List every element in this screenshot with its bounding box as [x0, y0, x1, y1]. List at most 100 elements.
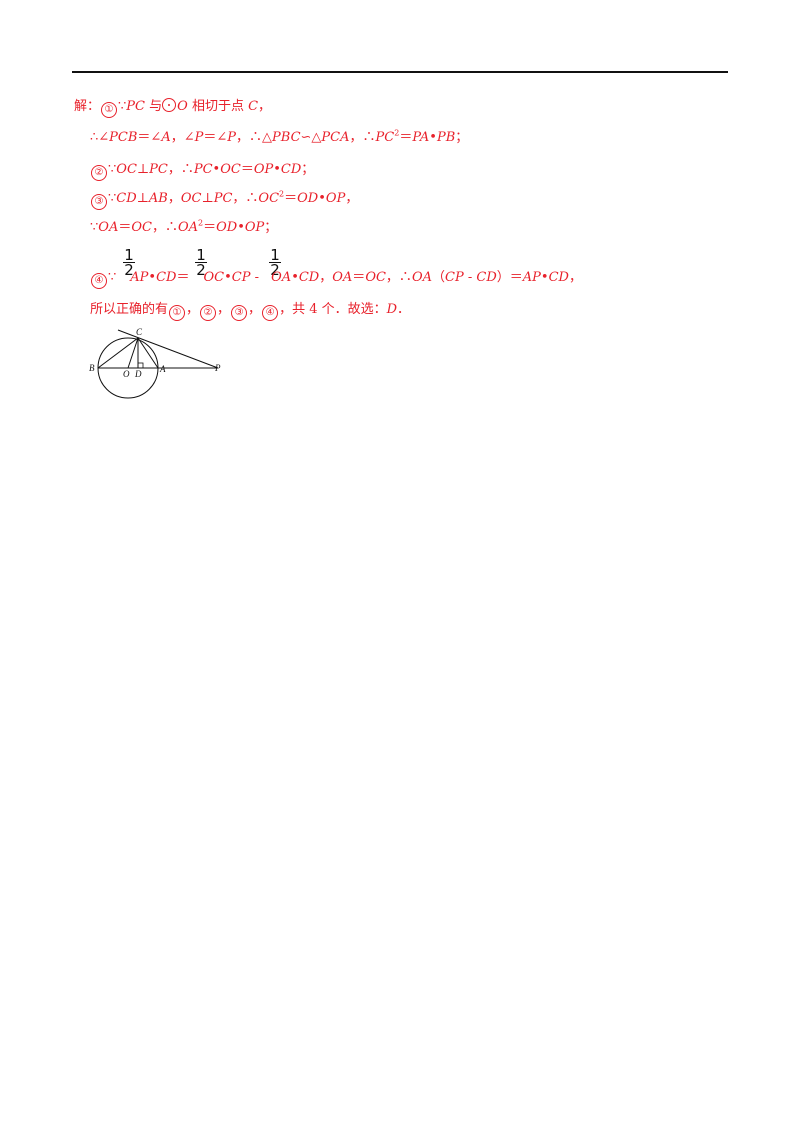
circled-number: ④ — [91, 273, 107, 289]
math-var: OC — [116, 162, 137, 177]
fraction-denominator: 2 — [124, 261, 134, 279]
math-var: AP — [522, 270, 541, 285]
math-var: PBC — [272, 130, 301, 145]
math-var: A — [161, 130, 171, 145]
text: ＝ — [284, 191, 298, 206]
math-var: OP — [244, 220, 265, 235]
text: • — [540, 270, 549, 285]
math-var: C — [248, 99, 259, 114]
math-var: OC — [220, 162, 241, 177]
text: ，∴ — [167, 162, 194, 177]
text: ＝ — [240, 162, 254, 177]
math-var: OP — [325, 191, 346, 206]
text: ＝ — [176, 270, 190, 285]
text: ＝ — [352, 270, 366, 285]
text: • — [237, 220, 245, 235]
text: ，共 4 个．故选： — [279, 302, 387, 317]
because-symbol: ∵ — [108, 191, 117, 206]
math-var: PCA — [321, 130, 350, 145]
math-var: CD — [156, 270, 177, 285]
text: ． — [397, 302, 411, 317]
circled-number: ③ — [231, 305, 248, 321]
label-b: B — [89, 363, 95, 373]
text: • — [318, 191, 326, 206]
circled-number: ④ — [262, 305, 279, 321]
text: ，∴ — [232, 191, 259, 206]
math-var: P — [227, 130, 237, 145]
text: ， — [186, 302, 200, 317]
math-var: OC — [365, 270, 386, 285]
math-var: PCB — [109, 130, 138, 145]
solution-line-2: ∴∠PCB＝∠A，∠P＝∠P，∴△PBC∽△PCA，∴PC2＝PA•PB； — [90, 128, 468, 146]
text: ＝ — [118, 220, 132, 235]
math-var: CD — [298, 270, 320, 285]
text: ， — [568, 270, 582, 285]
circle-dot-icon — [162, 98, 177, 112]
text: • — [291, 270, 299, 285]
circled-number: ① — [101, 102, 118, 118]
label-c: C — [136, 327, 143, 337]
header-rule — [72, 71, 728, 73]
right-angle-mark — [137, 362, 144, 369]
text: • — [212, 162, 221, 177]
math-var: PC — [126, 99, 145, 114]
text: • — [224, 270, 232, 285]
math-var: PB — [436, 130, 456, 145]
text: ， — [217, 302, 231, 317]
math-var: CD — [280, 162, 302, 177]
fraction-half-2: 1 2 — [195, 248, 207, 278]
text: ∽△ — [300, 130, 322, 145]
fraction-denominator: 2 — [270, 261, 280, 279]
text: ， — [258, 99, 272, 114]
math-var: OA — [98, 220, 119, 235]
superscript: 2 — [394, 128, 400, 138]
text: ， — [248, 302, 262, 317]
text: ⊥ — [136, 191, 149, 206]
text: - — [463, 270, 477, 285]
segment-co — [127, 337, 139, 369]
text: ，∠ — [170, 130, 195, 145]
circled-number: ① — [169, 305, 186, 321]
math-var: CD — [476, 270, 497, 285]
math-var: OA — [271, 270, 292, 285]
chord-ca — [137, 337, 159, 369]
fraction-bar — [269, 262, 281, 263]
fraction-numerator: 1 — [124, 246, 134, 264]
math-var: OA — [411, 270, 432, 285]
math-var: PC — [149, 162, 168, 177]
solution-label: 解： — [74, 99, 101, 114]
math-var: PA — [412, 130, 430, 145]
text: ∴∠ — [90, 130, 110, 145]
geometry-figure: C B O D A P — [89, 327, 221, 399]
superscript: 2 — [279, 189, 285, 199]
text: • — [273, 162, 281, 177]
because-symbol: ∵ — [108, 162, 117, 177]
text: ，∴ — [349, 130, 376, 145]
fraction-bar — [195, 262, 207, 263]
fraction-half-1: 1 2 — [123, 246, 135, 279]
math-var: OC — [180, 191, 202, 206]
solution-line-3: ②∵OC⊥PC，∴PC•OC＝OP•CD； — [90, 162, 314, 181]
math-var: CP — [445, 270, 464, 285]
solution-line-5: ∵OA＝OC，∴OA2＝OD•OP； — [90, 219, 277, 236]
label-o: O — [123, 369, 130, 379]
text: ，∴ — [385, 270, 412, 285]
text: 所以正确的有 — [90, 302, 169, 317]
text: ＝ — [399, 130, 413, 145]
text: 相切于点 — [187, 99, 249, 114]
math-var: CP — [231, 270, 251, 285]
math-var: OP — [253, 162, 274, 177]
text: （ — [431, 270, 445, 285]
math-var: OD — [297, 191, 319, 206]
circled-number: ② — [200, 305, 217, 321]
text: ， — [167, 191, 181, 206]
solution-line-6: ④∵AP•CD＝OC•CP - OA•CD，OA＝OC，∴OA（CP - CD）… — [90, 270, 582, 289]
math-var: AP — [130, 270, 149, 285]
because-symbol: ∵ — [118, 99, 127, 114]
because-symbol: ∵ — [90, 220, 99, 235]
math-var: PC — [375, 130, 395, 145]
math-var: D — [386, 302, 398, 317]
math-var: OC — [203, 270, 225, 285]
text: • — [429, 130, 437, 145]
